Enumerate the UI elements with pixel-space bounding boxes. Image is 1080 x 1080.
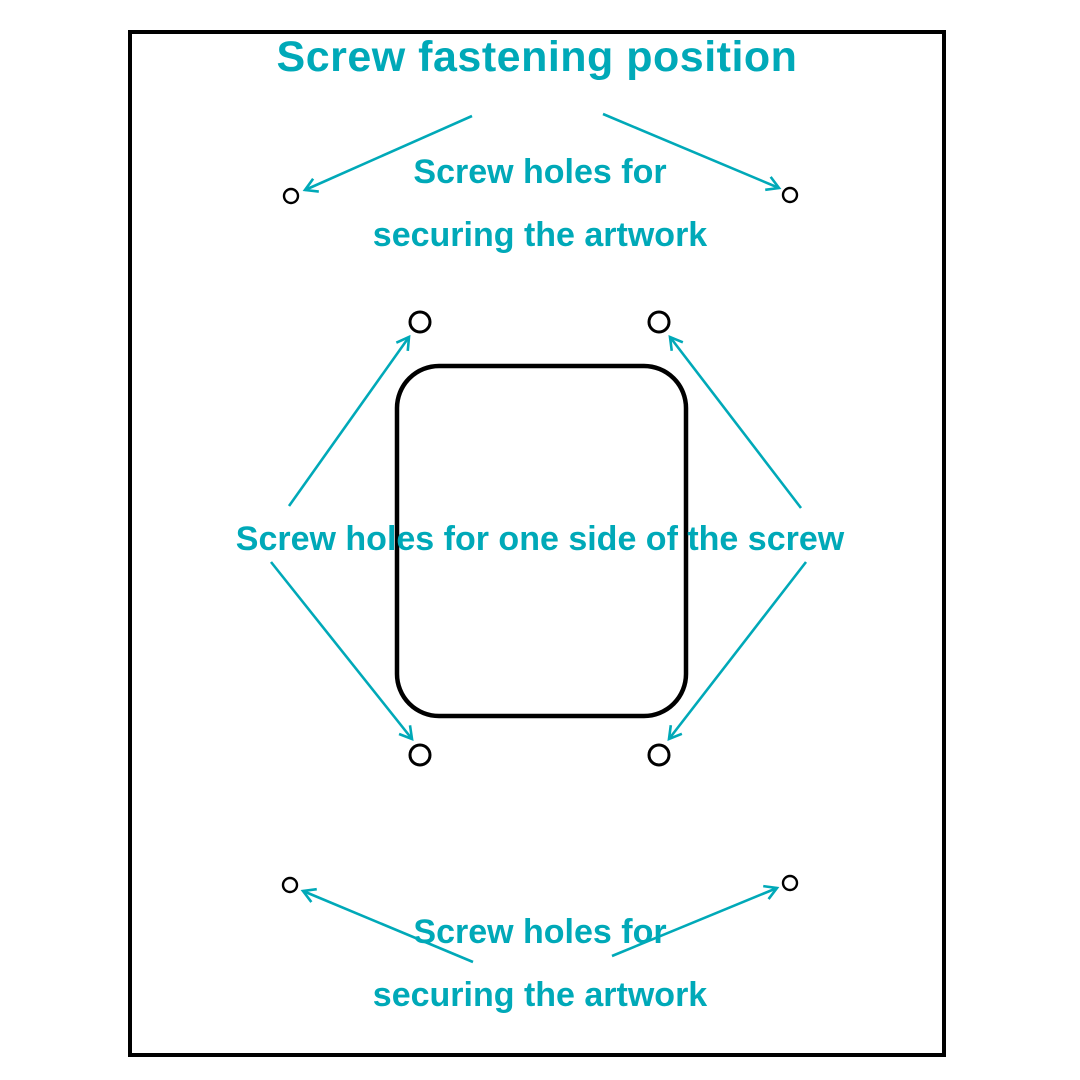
artwork-screw-hole-top-right — [781, 186, 799, 204]
center-cutout-outline — [394, 363, 689, 719]
arrow-to-frame-hole-top-right — [668, 334, 803, 509]
frame-screw-hole-bottom-left — [408, 743, 432, 767]
arrow-to-frame-hole-bottom-right — [667, 561, 808, 742]
artwork-screw-holes-label-top: Screw holes for securing the artwork — [0, 141, 1080, 267]
side-screw-holes-label: Screw holes for one side of the screw — [235, 520, 845, 558]
arrow-to-frame-hole-bottom-left — [269, 561, 414, 742]
page-title: Screw fastening position — [276, 33, 798, 81]
frame-screw-hole-top-right — [647, 310, 671, 334]
arrow-to-frame-hole-top-left — [287, 334, 411, 507]
arrow-to-artwork-hole-bottom-right — [611, 884, 780, 958]
label-line: securing the artwork — [372, 975, 708, 1014]
artwork-screw-hole-bottom-left — [281, 876, 299, 894]
artwork-screw-holes-label-bottom: Screw holes for securing the artwork — [0, 901, 1080, 1027]
arrow-to-artwork-hole-bottom-left — [300, 887, 474, 964]
label-line: Screw holes for — [413, 153, 667, 191]
label-line: securing the artwork — [372, 215, 708, 254]
arrow-to-artwork-hole-top-left — [302, 114, 473, 193]
panel-outline — [128, 30, 946, 1057]
label-line: Screw holes for — [413, 913, 667, 951]
arrow-to-artwork-hole-top-right — [602, 112, 782, 192]
frame-screw-hole-bottom-right — [647, 743, 671, 767]
artwork-screw-hole-top-left — [282, 187, 300, 205]
artwork-screw-hole-bottom-right — [781, 874, 799, 892]
frame-screw-hole-top-left — [408, 310, 432, 334]
